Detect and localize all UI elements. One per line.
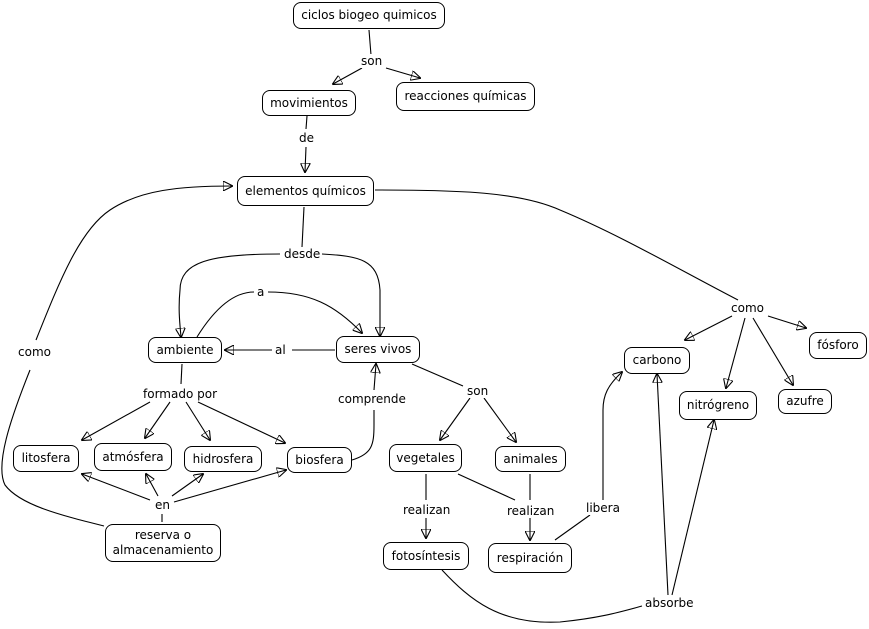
link-en-atmosfera (146, 474, 159, 497)
link-elementos-desde (301, 206, 305, 248)
link-label-libera: libera (584, 501, 622, 515)
link-ambiente-a (196, 291, 255, 338)
link-son-reacciones (385, 67, 420, 78)
concept-seres-vivos[interactable]: seres vivos (336, 336, 420, 363)
concept-fosforo[interactable]: fósforo (809, 332, 867, 359)
link-en-hidrosfera (171, 474, 203, 497)
link-formado-biosfera (197, 401, 285, 443)
link-label-a: a (255, 285, 267, 299)
link-absorbe-nitrogreno (671, 420, 714, 596)
concept-biosfera[interactable]: biosfera (287, 447, 352, 473)
link-ambiente-formado (180, 363, 183, 385)
link-label-de: de (297, 131, 316, 145)
concept-respiracion[interactable]: respiración (488, 543, 572, 573)
link-seres-son (411, 363, 464, 387)
link-movimientos-de (305, 115, 308, 130)
link-label-en: en (153, 498, 172, 512)
link-label-como-right: como (729, 301, 766, 315)
concept-reacciones-quimicas[interactable]: reacciones químicas (396, 82, 535, 111)
link-son-vegetales (440, 397, 471, 440)
link-libera-carbono (602, 372, 622, 500)
link-en-biosfera (173, 470, 286, 503)
link-reserva-como (1, 369, 105, 527)
concept-vegetales[interactable]: vegetales (389, 444, 462, 472)
concept-azufre[interactable]: azufre (778, 389, 832, 414)
link-label-formado-por: formado por (141, 387, 219, 401)
link-como-nitrogreno (726, 317, 746, 388)
link-label-como-left: como (16, 345, 53, 359)
link-label-comprende: comprende (336, 392, 408, 406)
link-desde-seres (321, 253, 380, 336)
link-label-al: al (273, 343, 288, 357)
link-como-azufre (752, 317, 793, 385)
link-vegetales-realizan2 (457, 473, 516, 501)
link-como-carbono (685, 315, 733, 340)
concept-animales[interactable]: animales (495, 446, 566, 472)
link-elementos-como (374, 189, 739, 301)
concept-nitrogreno[interactable]: nitrógreno (679, 391, 757, 420)
link-label-desde: desde (282, 247, 323, 261)
concept-reserva-almacenamiento[interactable]: reserva o almacenamiento (105, 524, 221, 562)
link-respiracion-libera (554, 514, 591, 541)
link-label-absorbe: absorbe (643, 596, 696, 610)
link-son-movimientos (333, 67, 363, 84)
link-desde-ambiente (179, 253, 281, 337)
link-label-son-mid: son (465, 384, 491, 398)
link-son-animales (483, 397, 516, 442)
concept-atmosfera[interactable]: atmósfera (94, 443, 172, 471)
link-formado-litosfera (82, 401, 151, 440)
concept-litosfera[interactable]: litosfera (13, 445, 79, 472)
concept-ciclos-biogeoquimicos[interactable]: ciclos biogeo quimicos (293, 2, 445, 29)
link-fotosintesis-absorbe (441, 569, 643, 623)
link-formado-hidrosfera (185, 401, 210, 440)
concept-elementos-quimicos[interactable]: elementos químicos (237, 176, 374, 206)
link-formado-atmosfera (145, 401, 171, 438)
link-label-son: son (359, 54, 385, 68)
concept-fotosintesis[interactable]: fotosíntesis (383, 542, 469, 570)
link-ciclos-son (368, 29, 372, 56)
link-como-fosforo (767, 315, 806, 328)
link-a-seres (267, 291, 362, 333)
concept-hidrosfera[interactable]: hidrosfera (184, 446, 262, 472)
link-en-litosfera (82, 474, 151, 501)
link-absorbe-carbono (657, 374, 669, 596)
concept-movimientos[interactable]: movimientos (262, 90, 356, 116)
link-label-realizan-right: realizan (505, 504, 557, 518)
link-como-elementos (35, 186, 232, 341)
concept-ambiente[interactable]: ambiente (148, 337, 222, 363)
concept-carbono[interactable]: carbono (624, 347, 690, 374)
link-comprende-seres (374, 364, 376, 391)
link-de-elementos (305, 146, 306, 172)
link-label-realizan-left: realizan (401, 503, 453, 517)
link-biosfera-comprende (351, 410, 375, 461)
